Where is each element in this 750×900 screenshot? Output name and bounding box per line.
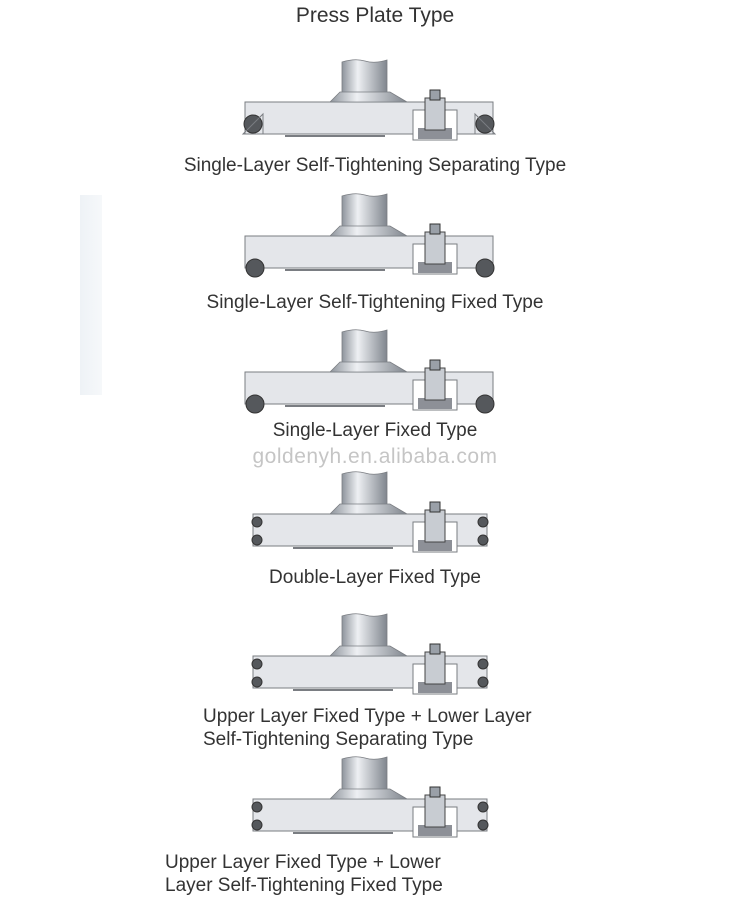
shaft bbox=[341, 471, 388, 507]
seal-ring-lower-right bbox=[477, 819, 489, 831]
nut-base bbox=[418, 682, 452, 693]
separating-wedge-right bbox=[474, 112, 497, 135]
nut-bolt bbox=[429, 223, 441, 235]
separating-wedge-left bbox=[241, 112, 264, 135]
seal-ring-lower-left bbox=[251, 676, 263, 688]
seal-ring-upper-left bbox=[251, 801, 263, 813]
nut-body bbox=[424, 509, 446, 543]
caption-6-line1: Upper Layer Fixed Type + Lower bbox=[165, 852, 441, 873]
seal-ring-right bbox=[475, 394, 495, 414]
nut-base bbox=[418, 128, 452, 139]
seal-ring-lower-left bbox=[251, 819, 263, 831]
watermark: goldenyh.en.alibaba.com bbox=[252, 445, 498, 468]
diagram-1 bbox=[235, 58, 505, 153]
nut-bolt bbox=[429, 501, 441, 513]
nut-body bbox=[424, 231, 446, 265]
seal-drawing bbox=[244, 193, 495, 278]
nut-bolt bbox=[429, 643, 441, 655]
flange bbox=[329, 788, 409, 800]
flange bbox=[329, 361, 409, 373]
caption-2: Single-Layer Self-Tightening Fixed Type bbox=[206, 292, 544, 313]
seal-ring-lower-left bbox=[251, 534, 263, 546]
nut-body bbox=[424, 367, 446, 401]
seal-drawing bbox=[251, 756, 489, 838]
nut-base bbox=[418, 262, 452, 273]
diagram-5 bbox=[235, 612, 505, 707]
seal-ring-left bbox=[245, 258, 265, 278]
side-decoration bbox=[80, 195, 102, 395]
seal-ring-upper-right bbox=[477, 658, 489, 670]
caption-5-line1: Upper Layer Fixed Type + Lower Layer bbox=[203, 706, 532, 727]
seal-drawing bbox=[241, 59, 497, 141]
flange bbox=[329, 503, 409, 515]
shaft bbox=[341, 756, 388, 792]
flange bbox=[329, 645, 409, 657]
caption-3: Single-Layer Fixed Type bbox=[272, 420, 478, 441]
shaft bbox=[341, 329, 388, 365]
seal-ring-left bbox=[245, 394, 265, 414]
nut-bolt bbox=[429, 786, 441, 798]
nut-body bbox=[424, 97, 446, 131]
plate bbox=[244, 235, 494, 269]
seal-ring-upper-left bbox=[251, 658, 263, 670]
diagram-3 bbox=[235, 328, 505, 423]
nut-base bbox=[418, 398, 452, 409]
diagram-6 bbox=[235, 755, 505, 850]
flange bbox=[329, 225, 409, 237]
caption-1: Single-Layer Self-Tightening Separating … bbox=[183, 155, 567, 176]
nut-base bbox=[418, 825, 452, 836]
page-title: Press Plate Type bbox=[295, 4, 455, 27]
seal-ring-upper-right bbox=[477, 801, 489, 813]
caption-5-line2: Self-Tightening Separating Type bbox=[203, 729, 474, 750]
seal-drawing bbox=[251, 471, 489, 553]
nut-bolt bbox=[429, 359, 441, 371]
seal-ring-right bbox=[475, 258, 495, 278]
shaft bbox=[341, 193, 388, 229]
shaft bbox=[341, 59, 388, 95]
diagram-2 bbox=[235, 192, 505, 287]
nut-base bbox=[418, 540, 452, 551]
nut-body bbox=[424, 651, 446, 685]
seal-ring-lower-right bbox=[477, 534, 489, 546]
flange bbox=[329, 91, 409, 103]
seal-ring-lower-right bbox=[477, 676, 489, 688]
seal-drawing bbox=[251, 613, 489, 695]
diagram-4 bbox=[235, 470, 505, 565]
caption-4: Double-Layer Fixed Type bbox=[269, 567, 481, 588]
caption-6-line2: Layer Self-Tightening Fixed Type bbox=[165, 875, 443, 896]
seal-ring-upper-left bbox=[251, 516, 263, 528]
seal-drawing bbox=[244, 329, 495, 414]
shaft bbox=[341, 613, 388, 649]
nut-body bbox=[424, 794, 446, 828]
nut-bolt bbox=[429, 89, 441, 101]
seal-ring-upper-right bbox=[477, 516, 489, 528]
